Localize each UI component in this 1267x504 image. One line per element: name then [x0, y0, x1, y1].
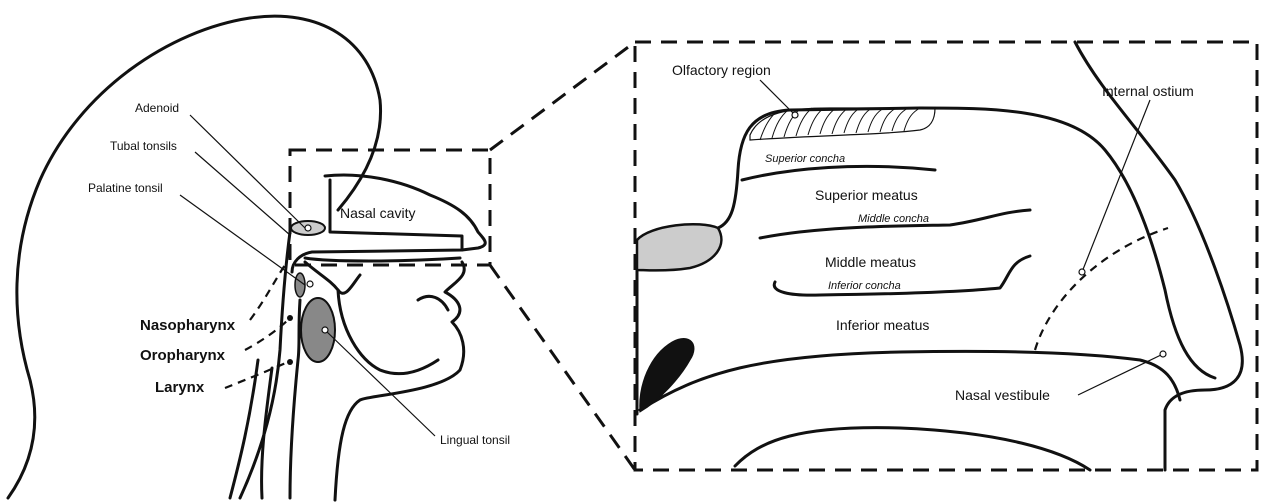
- nasopharynx-label: Nasopharynx: [140, 317, 236, 334]
- tubal-tonsils-label: Tubal tonsils: [110, 139, 177, 153]
- tongue: [338, 290, 448, 374]
- palatine-tonsil-label: Palatine tonsil: [88, 181, 163, 195]
- nasal-vestibule-leader: [1078, 354, 1163, 395]
- oropharynx-leader: [245, 318, 290, 350]
- nasopharynx-mark: [287, 315, 293, 321]
- lingual-tonsil-shape: [301, 298, 335, 362]
- mouth-profile: [335, 262, 464, 500]
- palatine-tonsil-shape: [295, 273, 305, 297]
- lingual-tonsil-label: Lingual tonsil: [440, 433, 510, 447]
- palate: [305, 258, 460, 293]
- cavity-floor: [640, 351, 1180, 410]
- pharynx-front: [290, 300, 300, 498]
- zoom-line-top: [490, 42, 635, 150]
- internal-ostium-dot: [1079, 269, 1085, 275]
- tubal-leader: [195, 152, 290, 235]
- olfactory-leader: [760, 80, 795, 115]
- olfactory-region-label: Olfactory region: [672, 62, 771, 78]
- adenoid-zoom: [637, 224, 721, 270]
- larynx-tube: [262, 368, 272, 498]
- internal-ostium-leader: [1082, 100, 1150, 272]
- adenoid-leader: [190, 115, 305, 228]
- lingual-leader: [325, 330, 435, 436]
- superior-meatus-label: Superior meatus: [815, 187, 918, 203]
- palatine-leader: [180, 195, 305, 285]
- oropharynx-label: Oropharynx: [140, 347, 226, 364]
- tubal-tonsil-zoom: [640, 338, 694, 412]
- lower-lip-curve: [735, 428, 1090, 470]
- superior-concha: [742, 166, 935, 180]
- nasal-cavity-label: Nasal cavity: [340, 205, 415, 221]
- nasal-vestibule-dot: [1160, 351, 1166, 357]
- lingual-dot: [322, 327, 328, 333]
- head-outline: [8, 16, 381, 498]
- larynx-label: Larynx: [155, 379, 205, 396]
- nasal-vestibule-label: Nasal vestibule: [955, 387, 1050, 403]
- inferior-meatus-label: Inferior meatus: [836, 317, 929, 333]
- adenoid-dot: [305, 225, 311, 231]
- olfactory-dot: [792, 112, 798, 118]
- larynx-mark: [287, 359, 293, 365]
- palatine-dot: [307, 281, 313, 287]
- nasopharynx-leader: [250, 265, 285, 320]
- zoom-detail-box: [635, 42, 1257, 470]
- adenoid-label: Adenoid: [135, 101, 179, 115]
- internal-ostium-label: Internal ostium: [1102, 83, 1194, 99]
- internal-ostium-arc: [1035, 228, 1168, 350]
- cavity-roof: [718, 108, 1215, 378]
- nasal-bone: [1075, 42, 1242, 470]
- middle-meatus-label: Middle meatus: [825, 254, 916, 270]
- superior-concha-label: Superior concha: [765, 153, 845, 165]
- zoom-line-bottom: [490, 265, 635, 470]
- inferior-concha-label: Inferior concha: [828, 280, 901, 292]
- middle-concha-label: Middle concha: [858, 213, 929, 225]
